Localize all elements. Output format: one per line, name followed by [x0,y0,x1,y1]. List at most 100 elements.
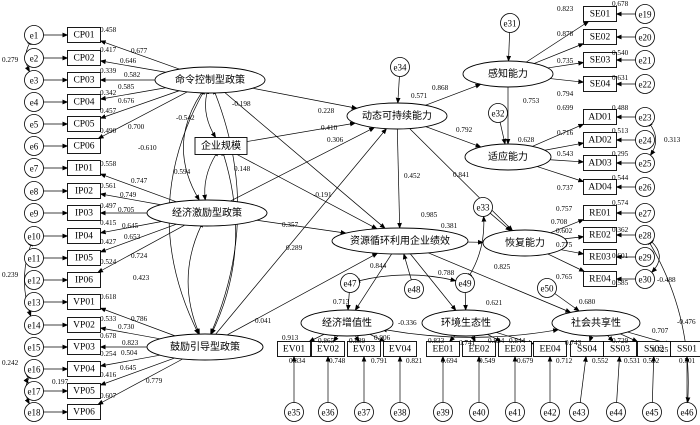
path-l_ev-EV04 [369,333,386,342]
coef-se1-sq: 0.678 [612,0,629,8]
error-e45: e45 [642,402,662,422]
error-label: e45 [646,408,659,418]
error-e31: e31 [500,13,520,33]
coef-econ-sus: 0.306 [327,136,344,144]
error-e22: e22 [635,74,655,94]
path-l_scale-l_perf [236,154,378,230]
observed-label: SS02 [644,345,664,355]
path-e32-l_adapt [499,122,507,145]
coef-ev-r: 0.713 [333,298,350,306]
error-e50: e50 [537,278,557,298]
covariance-e23-e25 [647,120,657,156]
latent-cmd: 命令控制型政策 [154,66,266,94]
coef-re4-sq: 0.585 [612,279,629,287]
observed-ee03: EE03 [498,341,532,357]
observed-label: SS01 [677,345,697,355]
error-label: e4 [30,98,39,108]
path-e43-SS04 [579,355,588,403]
coef-vp5-sq: 0.416 [100,371,117,379]
error-e25: e25 [635,153,655,173]
coef-perc-adapt: 0.753 [523,97,540,105]
observed-ss04: SS04 [570,341,604,357]
observed-ev04: EV04 [383,341,417,357]
observed-label: EE01 [432,345,453,355]
error-e44: e44 [606,402,626,422]
path-l_guide-l_sus [215,128,387,335]
coef-sus-perc-r: 0.571 [411,92,428,100]
observed-label: CP02 [73,54,94,64]
error-e30: e30 [635,269,655,289]
coef-re2-sq: 0.602 [556,227,573,235]
observed-ee01: EE01 [426,341,460,357]
error-label: e28 [639,231,652,241]
error-e34: e34 [390,57,410,77]
error-e11: e11 [24,248,44,268]
coef-vp3-sq: 0.678 [100,332,117,340]
error-label: e7 [30,164,39,174]
path-l_scale-l_sus [246,121,356,142]
error-e7: e7 [24,158,44,178]
latent-ss: 社会共享性 [551,309,641,337]
observed-cp02: CP02 [67,50,101,66]
coef-ip5-sq: 0.427 [100,238,117,246]
error-e14: e14 [24,315,44,335]
observed-re04: RE04 [583,271,617,287]
path-l_econ-IP01 [99,173,177,203]
error-e9: e9 [24,203,44,223]
error-label: e1 [30,31,39,41]
observed-label: EV04 [389,345,411,355]
error-label: e34 [394,63,407,73]
latent-econ: 经济激励型政策 [146,199,268,227]
coef-cp5-sq: 0.457 [100,107,117,115]
coef-ee1-sq: 0.694 [441,357,458,365]
error-label: e25 [639,159,652,169]
observed-label: EV03 [353,345,375,355]
coef-cp6-ld: 0.700 [128,123,145,131]
observed-label: SE02 [590,33,611,43]
error-e32: e32 [488,103,508,123]
error-e16: e16 [24,359,44,379]
path-e44-SS03 [616,355,622,403]
latent-label: 命令控制型政策 [175,73,245,86]
path-l_rec-RE02 [564,234,585,240]
coef-ee2-ld: 0.741 [459,339,476,347]
path-l_cmd-CP02 [99,59,166,73]
coef-cp1-ld: 0.677 [131,47,148,55]
coef-ee4-sq: 0.712 [556,357,573,365]
observed-ad04: AD04 [583,179,617,195]
path-e50-l_ss [554,293,580,312]
observed-vp06: VP06 [67,404,101,420]
path-e34-l_sus [395,76,401,104]
path-l_ss-SS04 [589,335,594,343]
error-label: e11 [28,254,41,264]
error-label: e23 [639,113,652,123]
error-label: e8 [30,187,39,197]
coef-ev4-sq: 0.821 [406,357,423,365]
coef-ip2-ld: 0.749 [120,191,137,199]
error-e20: e20 [635,27,655,47]
error-label: e47 [344,279,357,289]
path-l_adapt-AD03 [550,159,585,164]
path-l_adapt-AD02 [544,141,585,151]
coef-cp4-ld: 0.585 [118,83,135,91]
error-e26: e26 [635,177,655,197]
error-label: e29 [639,253,652,263]
coef-ev4-ld: 0.906 [374,334,391,342]
error-label: e15 [28,343,41,353]
observed-ad01: AD01 [583,109,617,125]
coef-vp4-ld: 0.504 [121,349,138,357]
coef-cp6-sq: 0.490 [100,127,117,135]
observed-label: RE02 [589,231,611,241]
coef-e23e25: 0.313 [664,136,681,144]
path-l_econ-l_perf [256,219,347,235]
coef-re2-x: 0.362 [612,226,629,234]
error-e29: e29 [635,247,655,267]
error-e36: e36 [318,402,338,422]
coef-e16e17: 0.197 [52,378,69,386]
coef-ip6-sq: 0.524 [100,258,117,266]
covariance-l_ev-l_ss [380,327,560,338]
coef-vp6-ld: 0.779 [146,377,163,385]
observed-vp05: VP05 [67,383,101,399]
coef-ev3-ld: 0.889 [349,337,366,345]
